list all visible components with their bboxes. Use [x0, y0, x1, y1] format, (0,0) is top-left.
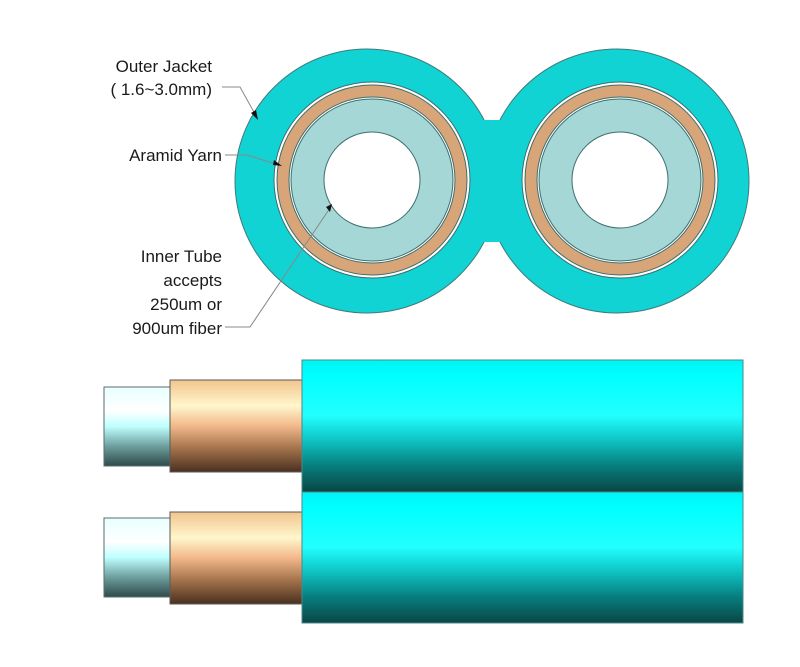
aramid-yarn-leader	[225, 154, 280, 166]
bottom-cable	[103, 491, 744, 624]
left-core	[273, 81, 471, 279]
right-core	[521, 81, 719, 279]
outer-jacket-label-line1: Outer Jacket	[115, 57, 212, 76]
outer-jacket-segment	[301, 491, 744, 624]
arrow-icon	[251, 110, 258, 120]
arrow-icon	[273, 160, 282, 166]
fiber-bore	[323, 131, 421, 229]
aramid-yarn-label: Aramid Yarn	[88, 144, 222, 167]
inner-tube-leader	[225, 207, 331, 328]
top-cable	[103, 359, 744, 493]
inner-tube-segment	[103, 517, 173, 598]
aramid-yarn-label-text: Aramid Yarn	[129, 146, 222, 165]
inner-tube-label-line1: Inner Tube	[140, 247, 222, 266]
leader-arrowheads	[251, 110, 332, 212]
inner-tube-segment	[103, 386, 173, 467]
inner-tube-label-line2: accepts	[163, 271, 222, 290]
inner-tube-label-line4: 900um fiber	[132, 319, 222, 338]
aramid-yarn-segment	[169, 379, 304, 473]
inner-tube-label: Inner Tube accepts 250um or 900um fiber	[88, 245, 222, 341]
side-view	[103, 359, 744, 624]
arrow-icon	[326, 204, 332, 212]
aramid-yarn-segment	[169, 511, 304, 605]
outer-jacket-label: Outer Jacket ( 1.6~3.0mm)	[78, 55, 212, 101]
cross-section	[222, 48, 750, 328]
leader-lines	[222, 86, 331, 328]
outer-jacket-label-line2: ( 1.6~3.0mm)	[110, 80, 212, 99]
outer-jacket-leader	[222, 86, 256, 115]
outer-jacket-segment	[301, 359, 744, 493]
inner-tube-label-line3: 250um or	[150, 295, 222, 314]
